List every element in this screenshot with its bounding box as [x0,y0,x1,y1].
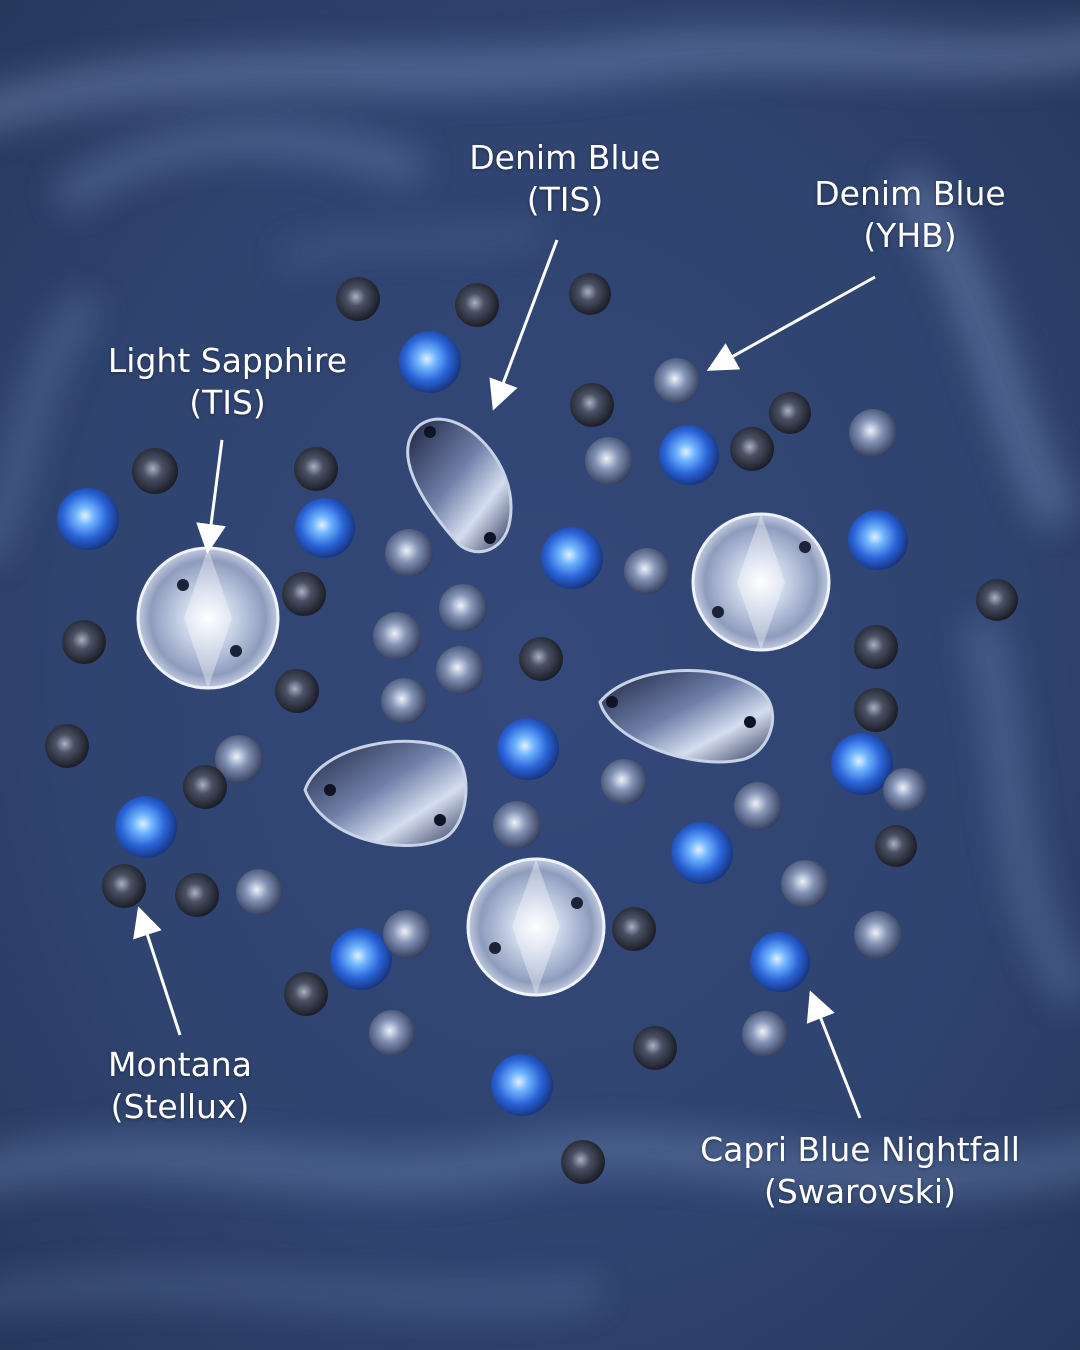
label-denim-blue-yhb: Denim Blue (YHB) [780,173,1040,257]
arrow-denim-blue-yhb [706,275,876,371]
capri-blue-crystals [57,331,908,1116]
label-denim-blue-tis: Denim Blue (TIS) [430,137,700,221]
arrow-denim-blue-tis [489,239,559,411]
arrow-montana [133,906,182,1036]
label-light-sapphire-tis: Light Sapphire (TIS) [90,340,365,424]
label-brand: (Swarovski) [764,1172,956,1211]
label-brand: (Stellux) [110,1087,250,1126]
pear-sew-on-stones [303,417,775,847]
arrow-capri-blue-nightfall [806,990,862,1119]
label-capri-blue-nightfall-swarovski: Capri Blue Nightfall (Swarovski) [675,1129,1045,1213]
label-name: Capri Blue Nightfall [700,1130,1020,1169]
montana-crystals [45,273,1018,1184]
denim-blue-small-crystals [215,358,927,1057]
round-sew-on-stones [136,512,831,997]
label-montana-stellux: Montana (Stellux) [70,1044,290,1128]
annotation-arrows [133,239,876,1119]
label-brand: (YHB) [863,216,957,255]
label-name: Denim Blue [814,174,1006,213]
label-name: Light Sapphire [107,341,348,380]
arrow-light-sapphire [196,439,226,554]
label-brand: (TIS) [526,180,604,219]
label-name: Montana [108,1045,252,1084]
label-brand: (TIS) [189,383,266,422]
label-name: Denim Blue [469,138,661,177]
